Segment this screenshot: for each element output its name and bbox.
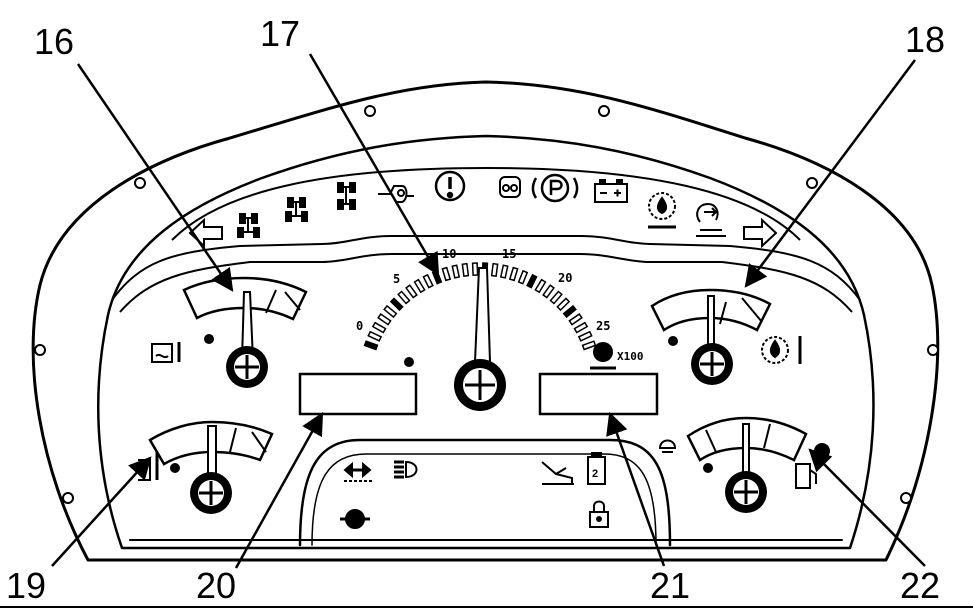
- callout-leaders: [51, 53, 926, 569]
- leader-20: [234, 412, 324, 569]
- callout-16: 16: [34, 21, 74, 62]
- tach-tick: [517, 269, 529, 285]
- hydraulic-temperature-gauge: [138, 420, 274, 514]
- callout-19: 19: [6, 565, 46, 606]
- screw: [598, 105, 610, 117]
- tach-tick: [526, 273, 538, 289]
- screw: [364, 105, 376, 117]
- left-lcd-dot: [404, 357, 414, 367]
- boom-icon: [541, 461, 574, 485]
- gear-badge-icon: 2: [587, 452, 606, 485]
- callout-20: 20: [196, 565, 236, 606]
- engine-icon: [590, 342, 616, 370]
- tach-tick: [422, 273, 434, 289]
- callout-22: 22: [900, 565, 940, 606]
- tach-tick: [549, 290, 563, 305]
- mounting-screws: [34, 105, 939, 504]
- screw: [806, 177, 818, 189]
- screw: [34, 344, 46, 356]
- hydraulic-icon: [378, 185, 414, 203]
- callout-21: 21: [650, 565, 690, 606]
- fuel-pump-icon: [795, 463, 817, 489]
- tach-tick: [568, 313, 583, 326]
- screw: [62, 492, 74, 504]
- tach-tick: [405, 284, 418, 299]
- callout-18: 18: [905, 19, 945, 60]
- tach-tick: [499, 264, 509, 279]
- screw: [134, 177, 146, 189]
- callout-17: 17: [260, 13, 300, 54]
- left-lcd-display: [298, 372, 418, 416]
- screw: [927, 344, 939, 356]
- tach-tick: [490, 262, 499, 277]
- parking-brake-icon: [531, 173, 579, 203]
- right-lcd-display: [538, 372, 659, 416]
- oil-pressure-icon: [761, 336, 802, 364]
- tach-tick: [577, 330, 593, 342]
- right-turn-arrow-icon: [743, 217, 778, 249]
- tach-tick: [377, 313, 392, 326]
- tach-tick: [461, 262, 470, 277]
- tach-label-15: 15: [502, 247, 516, 261]
- tach-needle: [473, 267, 492, 363]
- hydraulic-temp-icon: [138, 452, 159, 481]
- indicator-strip: [111, 166, 861, 313]
- engine-speed-gauge: 0 5 10 15 20 25 X100: [356, 247, 644, 411]
- leader-18: [744, 59, 917, 288]
- tach-tick: [471, 262, 479, 276]
- tach-tick: [371, 321, 387, 334]
- tach-tick: [562, 304, 577, 319]
- leader-22: [808, 448, 926, 567]
- empty-indicator-icon: [658, 439, 677, 453]
- tach-tick: [367, 330, 383, 342]
- tach-tick: [397, 290, 411, 305]
- leader-16: [76, 63, 234, 292]
- leader-21: [606, 411, 666, 567]
- tach-label-5: 5: [393, 272, 400, 286]
- tach-tick: [389, 297, 404, 312]
- two-wheel-steer-icon: [237, 213, 260, 238]
- tach-tick: [383, 304, 398, 319]
- transmission-icon: [696, 202, 726, 237]
- tach-label-0: 0: [356, 319, 363, 333]
- master-warning-icon: [434, 170, 466, 202]
- leader-19: [51, 456, 152, 567]
- tach-tick: [542, 284, 555, 299]
- glow-plug-icon: [499, 176, 521, 198]
- float-indicator-icon: [343, 461, 372, 482]
- oil-pressure-gauge: [650, 288, 802, 385]
- tach-label-10: 10: [442, 247, 456, 261]
- tach-tick: [534, 278, 547, 294]
- tach-tick-marks: [363, 262, 597, 351]
- gear-badge-number: 2: [592, 468, 598, 480]
- coolant-temperature-gauge: [151, 276, 308, 388]
- screw: [900, 492, 912, 504]
- cluster-housing: [31, 80, 940, 562]
- tach-tick: [508, 266, 519, 282]
- differential-lock-icon: [340, 509, 370, 529]
- tach-tick: [581, 340, 597, 351]
- tach-hub: [454, 359, 506, 411]
- tach-multiplier: X100: [617, 350, 644, 363]
- tach-tick: [441, 266, 452, 282]
- headlight-icon: [394, 460, 418, 479]
- tach-label-25: 25: [596, 319, 610, 333]
- crab-steer-icon: [337, 182, 356, 210]
- tach-tick: [556, 297, 571, 312]
- tach-tick: [413, 278, 426, 294]
- tach-tick: [363, 340, 379, 351]
- tach-tick: [451, 264, 461, 279]
- four-wheel-steer-icon: [285, 197, 308, 222]
- tach-tick: [573, 321, 589, 334]
- lock-icon: [589, 500, 609, 528]
- engine-oil-pressure-icon: [648, 192, 676, 229]
- left-turn-arrow-icon: [188, 217, 223, 249]
- battery-icon: [594, 179, 628, 203]
- lower-indicator-panel: 2: [340, 452, 609, 529]
- fuel-level-gauge: [658, 416, 830, 513]
- leader-17: [308, 53, 440, 276]
- coolant-temp-icon: [151, 342, 181, 363]
- tach-label-20: 20: [558, 271, 572, 285]
